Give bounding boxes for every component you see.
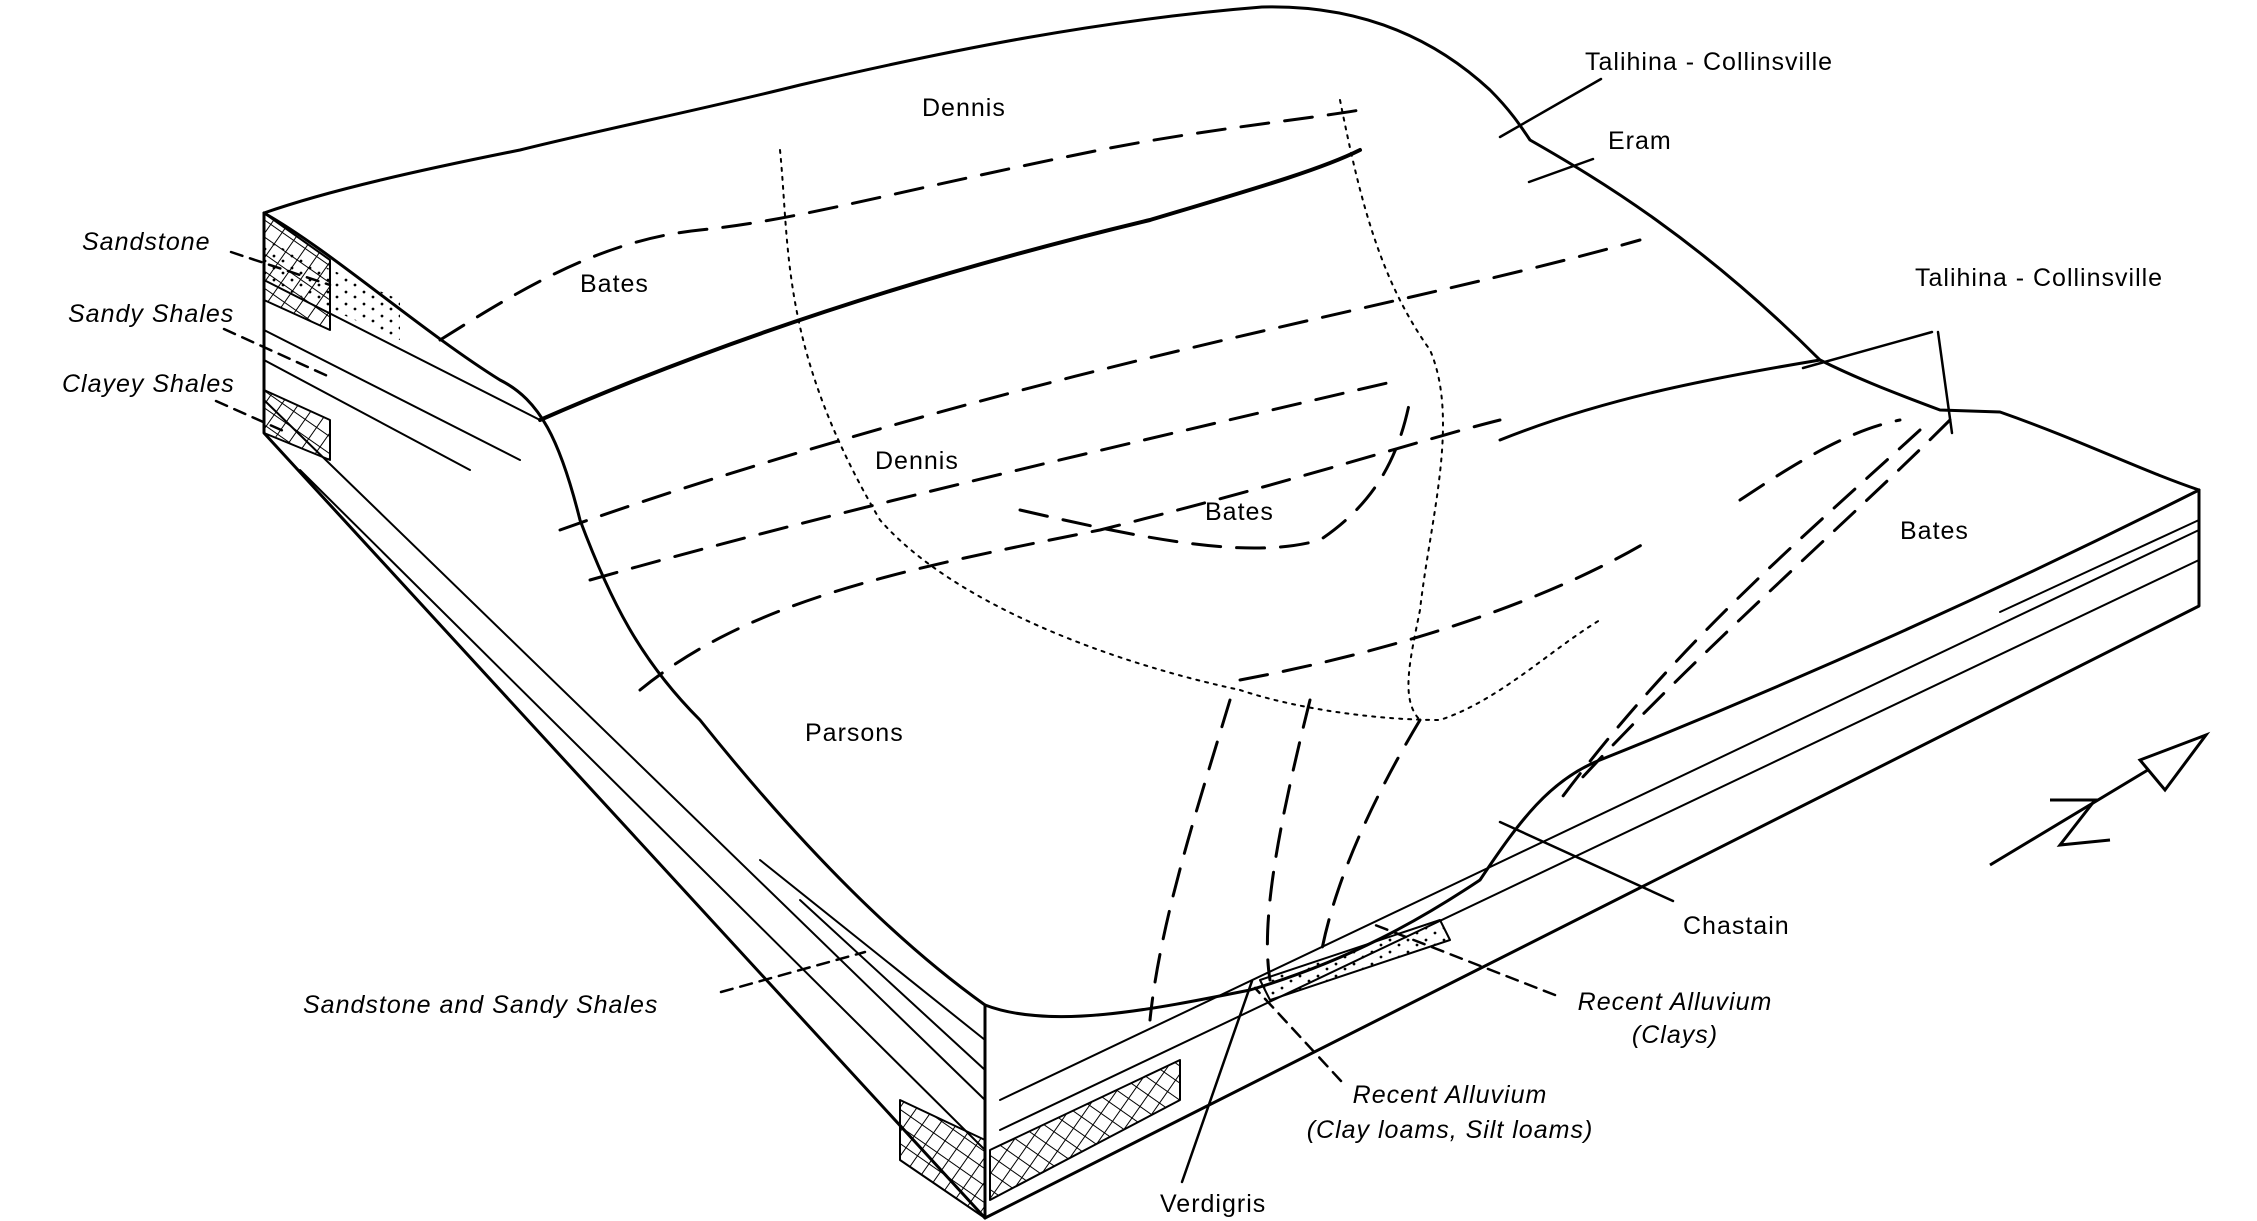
leader-sandstone <box>229 250 332 287</box>
north-arrow-icon <box>1989 731 2211 867</box>
soil-label-dennis-mid: Dennis <box>875 447 959 475</box>
soil-label-dennis-top: Dennis <box>922 94 1006 122</box>
soil-label-talihina-right: Talihina - Collinsville <box>1915 264 2164 292</box>
soil-label-bates-mid: Bates <box>1205 498 1274 526</box>
leader-sandstone-sandy-shales <box>719 950 867 994</box>
leader-alluvium-loams <box>1253 986 1343 1083</box>
alluvium-clays-name: Recent Alluvium <box>1577 988 1773 1016</box>
rock-label-sandstone-and-sandy-shales: Sandstone and Sandy Shales <box>303 991 659 1019</box>
right-face-bottom-edge <box>983 488 2201 1220</box>
soil-label-alluvium-loams: Recent Alluvium (Clay loams, Silt loams) <box>1270 1081 1630 1145</box>
leader-chastain <box>1498 820 1675 903</box>
leader-verdigris <box>1180 979 1254 1184</box>
leader-talihina-top <box>1498 77 1603 139</box>
soil-label-talihina-top: Talihina - Collinsville <box>1585 48 1834 76</box>
rock-label-sandstone: Sandstone <box>82 228 211 256</box>
alluvium-loams-name: Recent Alluvium <box>1352 1081 1548 1109</box>
alluvium-loams-sub: (Clay loams, Silt loams) <box>1306 1116 1594 1144</box>
leader-sandy-shales <box>222 327 334 380</box>
leader-alluvium-clays <box>1368 921 1557 997</box>
leader-eram <box>1527 157 1595 184</box>
soil-label-bates-right: Bates <box>1900 517 1969 545</box>
left-face-top-edge <box>262 211 987 1007</box>
leader-talihina-right <box>1801 330 1954 435</box>
soil-label-bates-left: Bates <box>580 270 649 298</box>
soil-label-chastain: Chastain <box>1683 912 1790 940</box>
soil-label-parsons: Parsons <box>805 719 904 747</box>
rock-label-sandy-shales: Sandy Shales <box>68 300 235 328</box>
left-face-front-edge <box>262 211 987 1220</box>
soil-label-alluvium-clays: Recent Alluvium (Clays) <box>1560 988 1790 1050</box>
soil-label-eram: Eram <box>1608 127 1672 155</box>
rock-label-clayey-shales: Clayey Shales <box>62 370 235 398</box>
alluvium-clays-sub: (Clays) <box>1631 1021 1719 1049</box>
terrain-back-edge <box>262 5 2201 492</box>
leader-clayey-shales <box>214 399 290 435</box>
soil-label-verdigris: Verdigris <box>1160 1190 1267 1218</box>
right-face-top-edge <box>983 488 2201 1019</box>
